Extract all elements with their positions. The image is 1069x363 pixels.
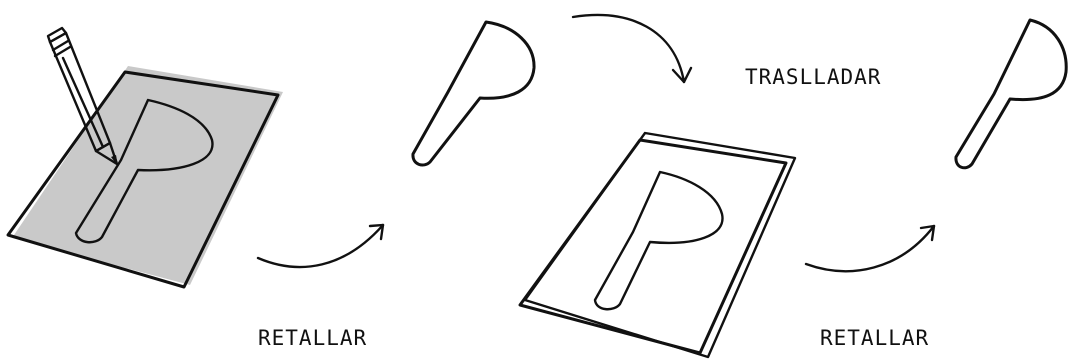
curved-arrow-icon — [256, 223, 385, 269]
pencil-eraser — [46, 26, 68, 44]
curved-arrow-icon — [571, 13, 693, 84]
step-label-cut-1: RETALLAR — [258, 326, 367, 350]
cutout-p-blue — [954, 18, 1068, 170]
blue-p-outline — [593, 170, 724, 311]
panel-paper-grey — [6, 66, 283, 289]
paper-shadow — [12, 66, 283, 285]
curved-arrow-icon — [804, 224, 936, 273]
step-label-cut-2: RETALLAR — [820, 326, 929, 350]
drawn-p-outline — [74, 98, 214, 244]
panel-paper-blue — [518, 131, 797, 359]
pencil-lead — [111, 155, 118, 166]
paper-sheet-blue — [518, 138, 788, 355]
step-label-translate: TRASLLADAR — [745, 65, 881, 89]
pencil-tip — [94, 141, 119, 166]
cutout-p-grey — [411, 20, 536, 167]
paper-sheet-grey — [6, 70, 280, 289]
pencil-icon — [46, 26, 119, 166]
paper-sheet-blue-back — [523, 131, 797, 359]
